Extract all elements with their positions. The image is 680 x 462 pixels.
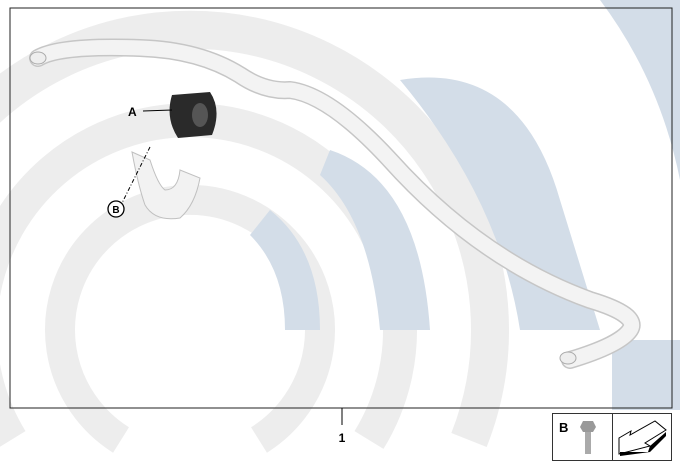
callout-a-line xyxy=(142,109,173,112)
diagram-frame xyxy=(9,7,673,409)
rubber-mount-a xyxy=(169,92,217,138)
callout-b-circle xyxy=(107,200,125,218)
part-number-label: 1 xyxy=(339,431,346,445)
callout-b-label: B xyxy=(112,205,119,216)
bolt-icon xyxy=(580,421,596,454)
callout-a-label: A xyxy=(128,105,137,119)
legend-box: B xyxy=(552,413,672,461)
view-direction-icon xyxy=(618,420,667,456)
stabilizer-bar xyxy=(29,38,641,369)
callout-b-line xyxy=(121,146,151,204)
bracket-b xyxy=(131,151,201,220)
legend-bolt-label: B xyxy=(559,420,568,435)
